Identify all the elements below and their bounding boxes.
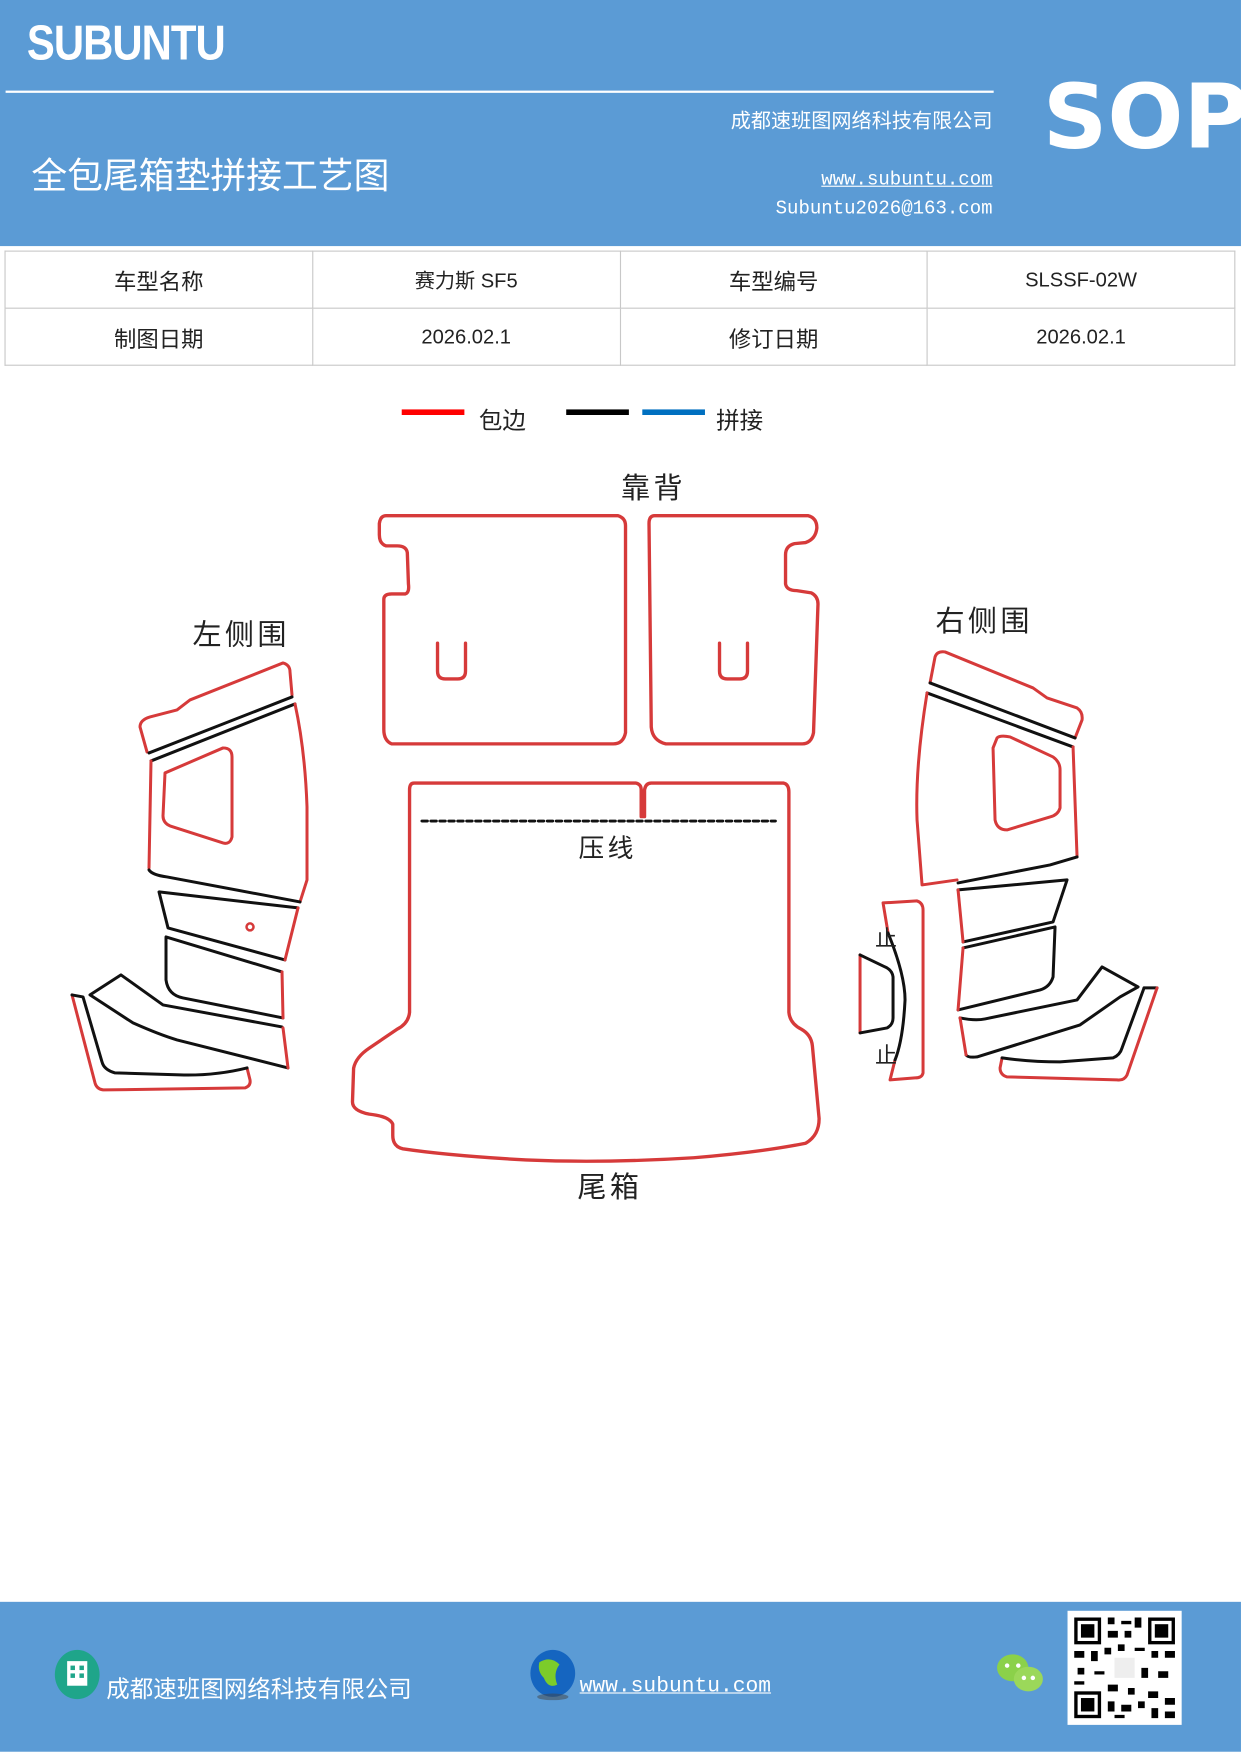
value-cell: 2026.02.1 bbox=[311, 307, 621, 366]
label-cell: 制图日期 bbox=[4, 307, 314, 366]
footer: 成都速班图网络科技有限公司 www.subuntu.com bbox=[0, 1601, 1241, 1752]
label-cell: 车型编号 bbox=[619, 250, 928, 309]
email-address: Subuntu2026@163.com bbox=[775, 199, 993, 221]
trunk-mat bbox=[350, 781, 821, 1163]
info-table: 车型名称 赛力斯 SF5 车型编号 SLSSF-02W 制图日期 2026.02… bbox=[4, 250, 1236, 366]
right-side-pieces: 止 止 bbox=[858, 650, 1159, 1082]
value-cell: SLSSF-02W bbox=[926, 250, 1236, 309]
value-cell: 2026.02.1 bbox=[926, 307, 1236, 366]
legend-swatch-red bbox=[401, 409, 465, 416]
value-cell: 赛力斯 SF5 bbox=[311, 250, 621, 309]
stop-mark-bottom: 止 bbox=[875, 1044, 897, 1069]
qr-code bbox=[1067, 1610, 1182, 1725]
backrest-right-slot bbox=[717, 641, 750, 681]
footer-website-link[interactable]: www.subuntu.com bbox=[579, 1673, 772, 1699]
label-trunk: 尾箱 bbox=[577, 1170, 642, 1204]
table-row: 车型名称 赛力斯 SF5 车型编号 SLSSF-02W bbox=[4, 250, 1236, 309]
table-row: 制图日期 2026.02.1 修订日期 2026.02.1 bbox=[4, 307, 1236, 366]
legend-label-edge: 包边 bbox=[478, 407, 526, 435]
brand-logo: SUBUNTU bbox=[26, 15, 226, 71]
legend-label-seam: 拼接 bbox=[716, 407, 764, 435]
legend-swatch-blue bbox=[642, 409, 705, 416]
label-backrest: 靠背 bbox=[621, 471, 686, 505]
building-icon bbox=[54, 1649, 100, 1700]
header: SUBUNTU 成都速班图网络科技有限公司 全包尾箱垫拼接工艺图 www.sub… bbox=[0, 0, 1241, 247]
page-title: 全包尾箱垫拼接工艺图 bbox=[31, 154, 390, 197]
wechat-icon bbox=[997, 1654, 1043, 1692]
sop-badge: SOP bbox=[1042, 64, 1241, 169]
label-press-line: 压线 bbox=[579, 834, 637, 864]
backrest-left-slot bbox=[435, 641, 468, 681]
label-left-side: 左侧围 bbox=[192, 617, 289, 651]
footer-company: 成都速班图网络科技有限公司 bbox=[106, 1675, 412, 1703]
label-cell: 修订日期 bbox=[619, 307, 928, 366]
header-divider bbox=[5, 90, 994, 93]
website-link[interactable]: www.subuntu.com bbox=[821, 170, 993, 192]
globe-icon bbox=[530, 1649, 576, 1701]
label-cell: 车型名称 bbox=[4, 250, 314, 309]
qr-code-pattern bbox=[1074, 1617, 1175, 1719]
backrest-right bbox=[647, 513, 820, 746]
company-name: 成都速班图网络科技有限公司 bbox=[730, 109, 993, 134]
stop-mark-top: 止 bbox=[875, 927, 897, 952]
left-side-pieces bbox=[70, 661, 309, 1092]
backrest-pieces bbox=[377, 513, 820, 746]
backrest-left bbox=[377, 513, 628, 746]
legend-swatch-black bbox=[566, 409, 629, 416]
label-right-side: 右侧围 bbox=[935, 604, 1032, 638]
